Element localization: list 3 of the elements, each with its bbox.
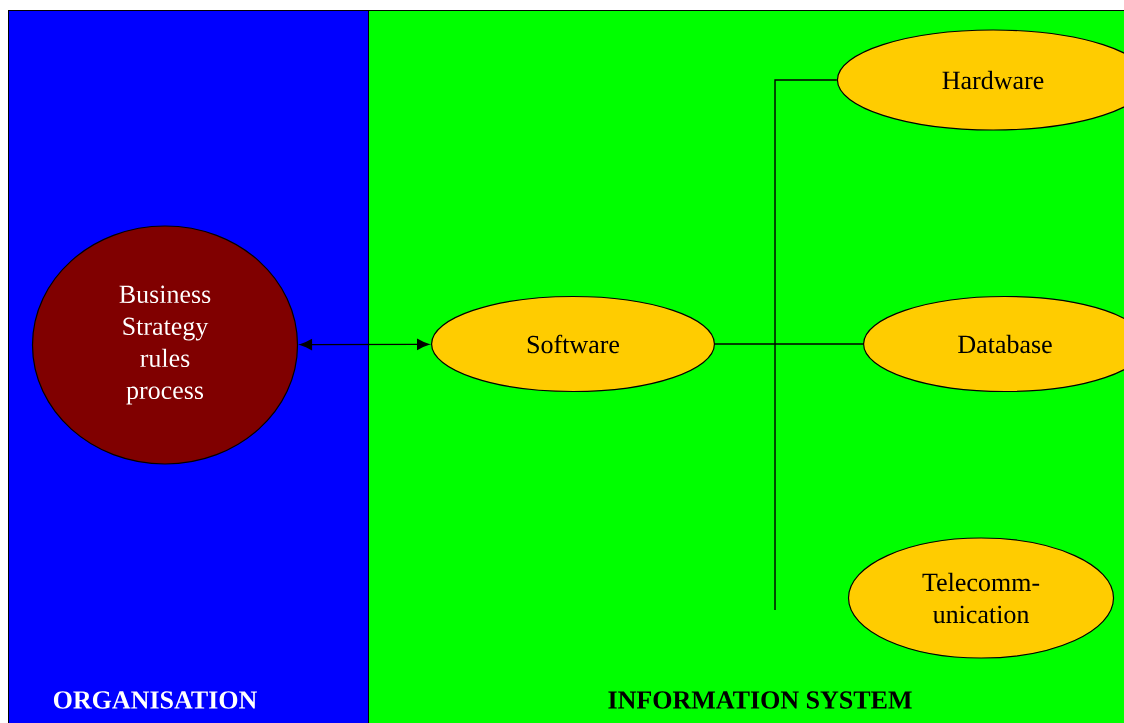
connector-line bbox=[714, 343, 864, 345]
connector-line bbox=[774, 79, 838, 611]
arrow bbox=[299, 339, 430, 351]
